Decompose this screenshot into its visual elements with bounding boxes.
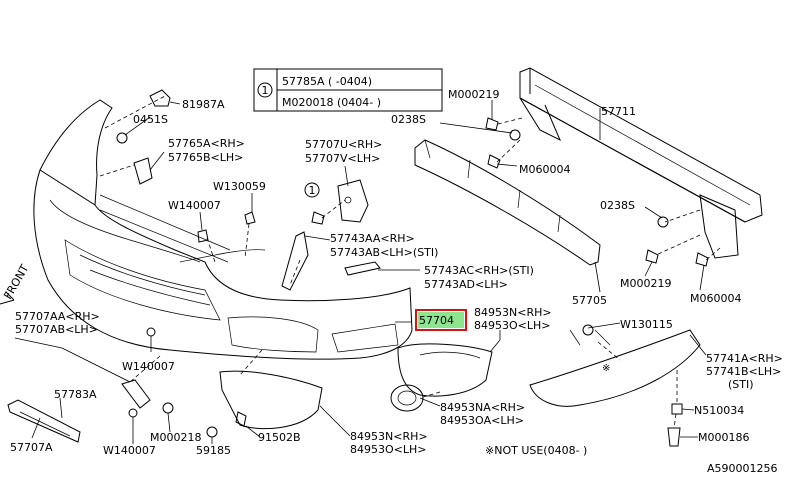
bolt-callout-1: 1 (304, 182, 325, 225)
clip-W140007-upper (197, 229, 209, 243)
callout-row-2: M020018 (0404- ) (282, 96, 381, 109)
label-sti[interactable]: (STI) (728, 378, 754, 391)
label-57707U[interactable]: 57707U<RH> (305, 138, 382, 151)
front-label: FRONT (1, 262, 31, 301)
label-57741A[interactable]: 57741A<RH> (706, 352, 783, 365)
label-57765A[interactable]: 57765A<RH> (168, 137, 245, 150)
fog-lamp-cover-rh (397, 343, 493, 397)
label-59185[interactable]: 59185 (196, 444, 231, 457)
bracket-57707A (7, 399, 81, 443)
label-W130059[interactable]: W130059 (213, 180, 266, 193)
label-84953O-lower[interactable]: 84953Ο<LH> (350, 443, 426, 456)
label-M060004-top[interactable]: M060004 (519, 163, 570, 176)
upper-strip (344, 261, 381, 276)
label-57765B[interactable]: 57765B<LH> (168, 151, 243, 164)
label-57783A[interactable]: 57783A (54, 388, 97, 401)
bracket-57783A (121, 379, 151, 409)
label-84953NA[interactable]: 84953NA<RH> (440, 401, 525, 414)
label-57707A[interactable]: 57707A (10, 441, 53, 454)
fog-lamp-ring (390, 384, 424, 412)
label-M000218[interactable]: M000218 (150, 431, 201, 444)
side-spoiler-57741: ※ (529, 329, 701, 407)
side-bracket-sti (281, 231, 309, 291)
label-W140007-upper[interactable]: W140007 (168, 199, 221, 212)
center-bracket (337, 179, 369, 223)
label-0238S-top[interactable]: 0238S (391, 113, 426, 126)
label-W140007-bottom[interactable]: W140007 (103, 444, 156, 457)
label-84953N-lower[interactable]: 84953N<RH> (350, 430, 428, 443)
callout-circle-icon (257, 82, 273, 98)
reinforcement-beam (519, 67, 763, 259)
label-W130115[interactable]: W130115 (620, 318, 673, 331)
label-M000219-right[interactable]: M000219 (620, 277, 671, 290)
label-57743AA[interactable]: 57743AA<RH> (330, 232, 415, 245)
label-N510034[interactable]: N510034 (694, 404, 744, 417)
label-0451S[interactable]: 0451S (133, 113, 168, 126)
front-bumper-face (33, 99, 413, 360)
label-M060004-right[interactable]: M060004 (690, 292, 741, 305)
bolt-0451S (116, 132, 128, 144)
label-M000219-top[interactable]: M000219 (448, 88, 499, 101)
energy-absorber (414, 139, 601, 266)
callout-table: 1 57785A ( -0404) M020018 (0404- ) (253, 68, 443, 112)
callout-row-1: 57785A ( -0404) (282, 75, 372, 88)
label-57707V[interactable]: 57707V<LH> (305, 152, 380, 165)
label-57704[interactable]: 57704 (419, 314, 454, 327)
clip-W130059 (244, 211, 256, 225)
highlight-box-57704[interactable] (415, 309, 467, 331)
label-84953OA[interactable]: 84953ΟA<LH> (440, 414, 524, 427)
label-57743AB[interactable]: 57743AB<LH>(STI) (330, 246, 438, 259)
leader-lines (14, 100, 707, 444)
drawing-id: A590001256 (707, 462, 778, 475)
callout-circle-number: 1 (262, 84, 269, 97)
label-84953N[interactable]: 84953N<RH> (474, 306, 552, 319)
callout-1-number: 1 (309, 184, 316, 197)
label-91502B[interactable]: 91502B (258, 431, 301, 444)
front-arrow-icon: FRONT (0, 262, 32, 305)
label-57707AB[interactable]: 57707AB<LH> (15, 323, 98, 336)
label-57741B[interactable]: 57741B<LH> (706, 365, 781, 378)
label-M000186[interactable]: M000186 (698, 431, 749, 444)
highlight-fill-57704 (418, 312, 464, 328)
part-labels: 81987A 0451S 57765A<RH> 57765B<LH> 57707… (10, 88, 783, 475)
clip-57765A (133, 157, 153, 185)
assembly-lines (99, 95, 721, 429)
bolts-right (485, 117, 709, 267)
label-84953O[interactable]: 84953Ο<LH> (474, 319, 550, 332)
label-W140007-mid[interactable]: W140007 (122, 360, 175, 373)
label-57711[interactable]: 57711 (601, 105, 636, 118)
clip-81987A (149, 89, 171, 107)
label-57743AC[interactable]: 57743AC<RH>(STI) (424, 264, 534, 277)
label-57705[interactable]: 57705 (572, 294, 607, 307)
spoiler-asterisk: ※ (602, 363, 610, 374)
label-0238S-right[interactable]: 0238S (600, 199, 635, 212)
label-57707AA[interactable]: 57707AA<RH> (15, 310, 100, 323)
lower-garnish-left (219, 370, 323, 430)
label-57743AD[interactable]: 57743AD<LH> (424, 278, 508, 291)
note-not-use: ※NOT USE(0408- ) (485, 444, 587, 457)
label-81987A[interactable]: 81987A (182, 98, 225, 111)
